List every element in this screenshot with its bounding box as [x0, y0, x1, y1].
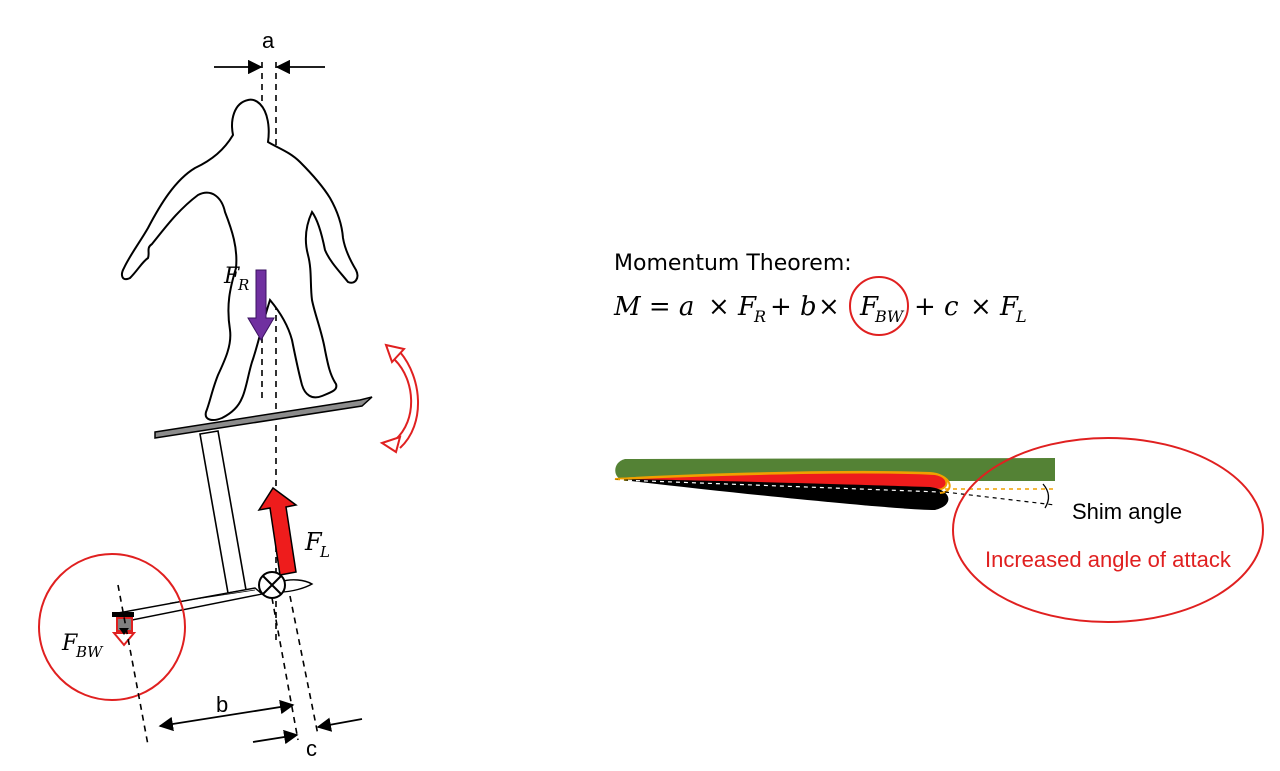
label-fr: F R: [223, 264, 249, 294]
equation-title: Momentum Theorem:: [614, 251, 852, 276]
svg-text:×: ×: [970, 292, 992, 322]
lift-point-marker: [258, 571, 286, 599]
back-wing: [111, 612, 137, 647]
chord-line: [619, 479, 941, 493]
shim-reference-black: [944, 491, 1056, 506]
fuselage: [116, 587, 264, 623]
board: [154, 396, 373, 439]
svg-text:BW: BW: [874, 307, 905, 326]
reference-line-lift-1: [271, 597, 299, 741]
aoa-highlight-ellipse: [952, 437, 1264, 623]
svg-text:L: L: [319, 543, 330, 561]
label-a: a: [262, 28, 275, 53]
lift-force-arrow: [257, 486, 298, 576]
svg-text:F: F: [737, 292, 757, 322]
svg-text:F: F: [859, 292, 879, 322]
fbw-highlight-circle: [849, 276, 909, 336]
svg-text:+ b: + b: [770, 292, 817, 322]
reference-line-lift-2: [289, 595, 319, 736]
momentum-equation: M = a × F R + b × F BW + c × F L: [613, 292, 1027, 326]
rider-silhouette: [121, 98, 359, 421]
svg-text:F: F: [223, 264, 240, 289]
svg-text:R: R: [753, 307, 766, 326]
svg-text:R: R: [237, 276, 249, 294]
back-wing-highlight-circle: [38, 553, 186, 701]
label-shim-angle: Shim angle: [1072, 499, 1182, 524]
svg-text:×: ×: [708, 292, 730, 322]
dimension-c: c: [252, 717, 363, 761]
rotation-arrow: [379, 343, 419, 454]
label-fbw: F BW: [61, 631, 104, 661]
rider-force-arrow: [247, 269, 275, 341]
svg-text:F: F: [61, 631, 78, 656]
wing-orange-outline: [617, 471, 951, 494]
svg-text:F: F: [304, 528, 323, 556]
wing-black-profile: [614, 479, 949, 510]
label-increased-aoa: Increased angle of attack: [985, 547, 1232, 572]
svg-text:L: L: [1015, 307, 1027, 326]
svg-text:M = a: M = a: [613, 292, 694, 322]
label-fl: F L: [304, 528, 330, 561]
label-b: b: [216, 692, 228, 717]
mast: [199, 430, 247, 594]
svg-text:F: F: [999, 292, 1019, 322]
label-c: c: [306, 736, 317, 761]
front-wing-profile: [279, 579, 314, 593]
dimension-b: b: [158, 692, 295, 732]
svg-text:+ c: + c: [914, 292, 959, 322]
svg-text:×: ×: [818, 292, 840, 322]
reference-line-back: [117, 584, 149, 746]
svg-text:BW: BW: [75, 643, 104, 661]
shim-angle-arc: [1042, 483, 1050, 509]
